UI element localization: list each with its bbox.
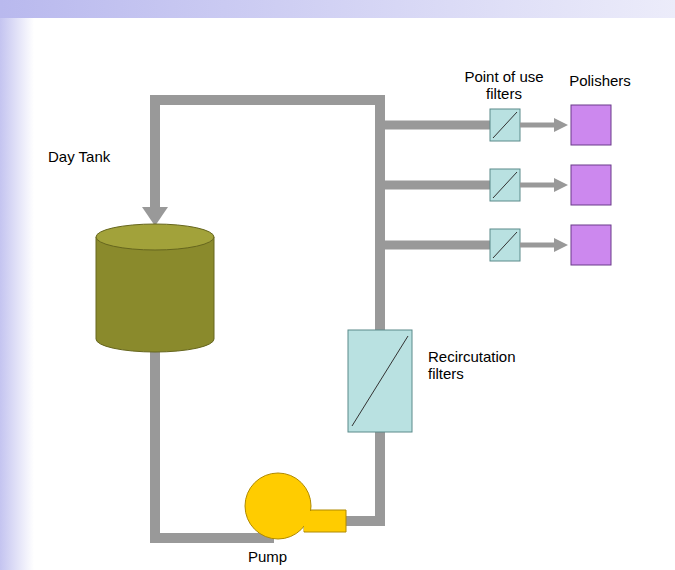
branch-pipe bbox=[380, 121, 492, 130]
pipe bbox=[344, 432, 380, 521]
pump: Pump bbox=[244, 472, 348, 542]
polisher-box bbox=[571, 105, 611, 145]
pump-outlet bbox=[304, 510, 346, 532]
filter-box bbox=[490, 169, 520, 201]
branch-pipes bbox=[380, 125, 492, 245]
filter-diagonal bbox=[493, 112, 517, 138]
part-label: Point of use filters bbox=[452, 68, 556, 103]
node-label: Day Tank bbox=[48, 148, 110, 165]
arrow-head bbox=[554, 178, 568, 192]
node-label: Recircutation filters bbox=[428, 348, 548, 383]
filter-body bbox=[348, 330, 412, 432]
feed-line bbox=[520, 243, 556, 248]
feed-line bbox=[520, 123, 556, 128]
filter-diagonal bbox=[352, 336, 408, 426]
pump-body bbox=[245, 473, 311, 539]
node-label: Pump bbox=[248, 548, 287, 565]
filter-diagonal bbox=[493, 232, 517, 258]
feed-line bbox=[520, 183, 556, 188]
feed-arrows bbox=[520, 118, 568, 252]
arrow-head bbox=[554, 238, 568, 252]
part-label: Polishers bbox=[560, 72, 640, 89]
node-shape bbox=[96, 224, 214, 352]
node-shape bbox=[244, 472, 348, 542]
filter-diagonal bbox=[493, 172, 517, 198]
branch-pipe bbox=[380, 181, 492, 190]
pump-joint bbox=[304, 511, 314, 531]
filter-box bbox=[490, 109, 520, 141]
branch-pipe bbox=[380, 241, 492, 250]
tank-lid bbox=[96, 224, 214, 250]
day-tank: Day Tank bbox=[96, 224, 214, 352]
arrow-head bbox=[554, 118, 568, 132]
polishers bbox=[571, 105, 611, 265]
recirculation-filter: Recircutation filters bbox=[348, 330, 412, 432]
filter-box bbox=[490, 229, 520, 261]
point-of-use-filters bbox=[490, 109, 520, 261]
tank-body bbox=[96, 237, 214, 352]
polisher-box bbox=[571, 165, 611, 205]
polisher-box bbox=[571, 225, 611, 265]
node-shape bbox=[348, 330, 412, 432]
